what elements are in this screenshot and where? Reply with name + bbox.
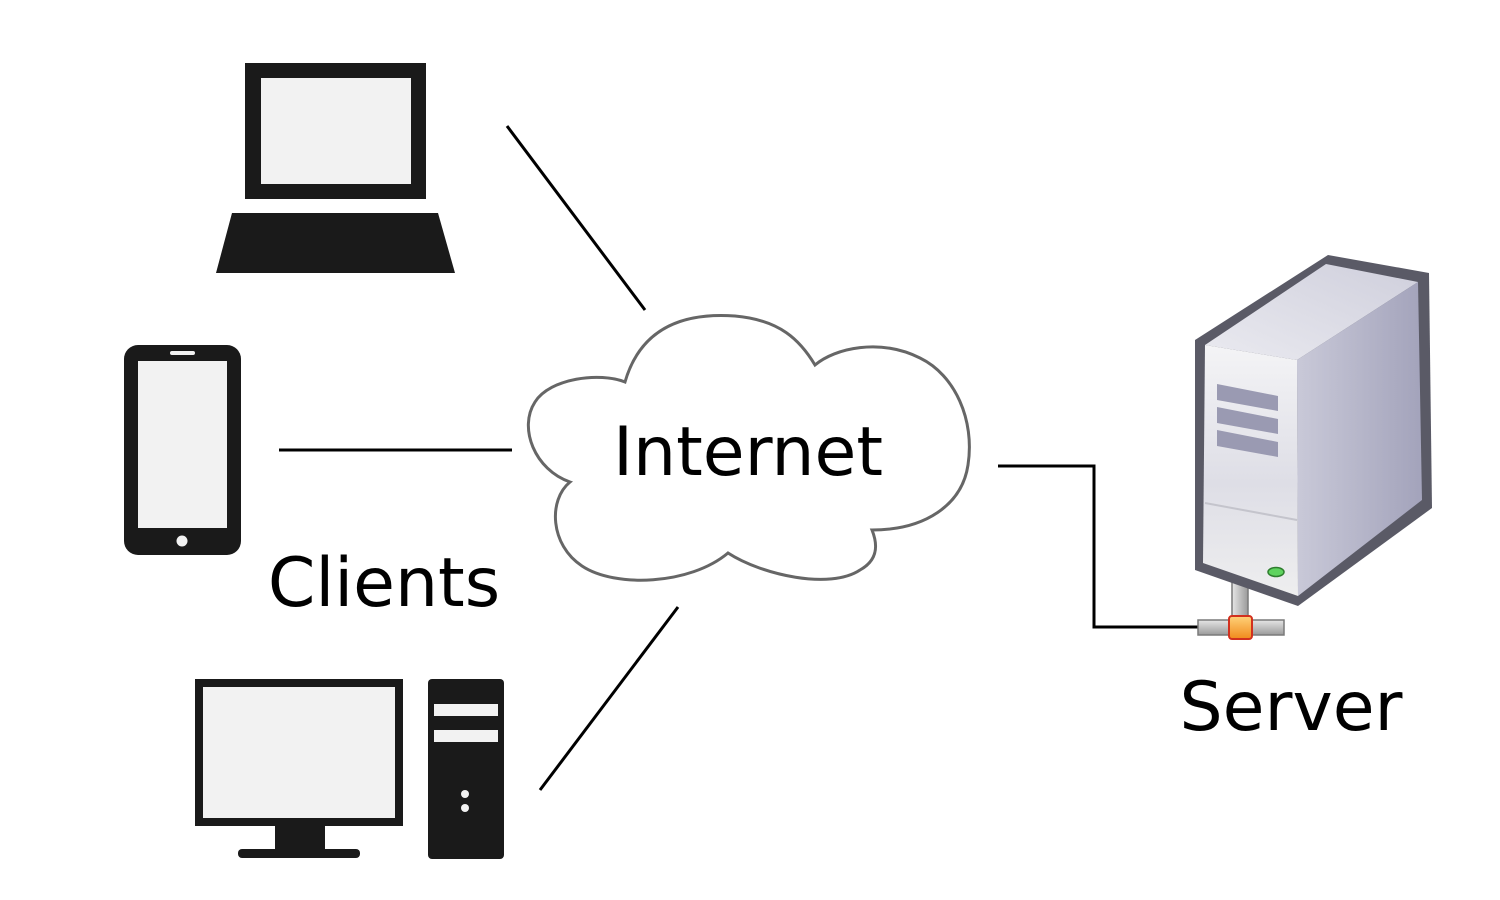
link-laptop-internet [505, 125, 647, 311]
clients-label: Clients [268, 544, 500, 623]
desktop-computer-icon [195, 679, 504, 859]
internet-label: Internet [613, 413, 883, 492]
connection-lines [279, 125, 1200, 791]
server-tower-icon [1195, 255, 1432, 640]
link-internet-server [998, 464, 1200, 629]
laptop-icon [216, 63, 455, 273]
server-label: Server [1180, 668, 1403, 747]
smartphone-icon [124, 345, 241, 555]
cloud-icon [526, 313, 971, 582]
link-desktop-internet [538, 606, 680, 791]
